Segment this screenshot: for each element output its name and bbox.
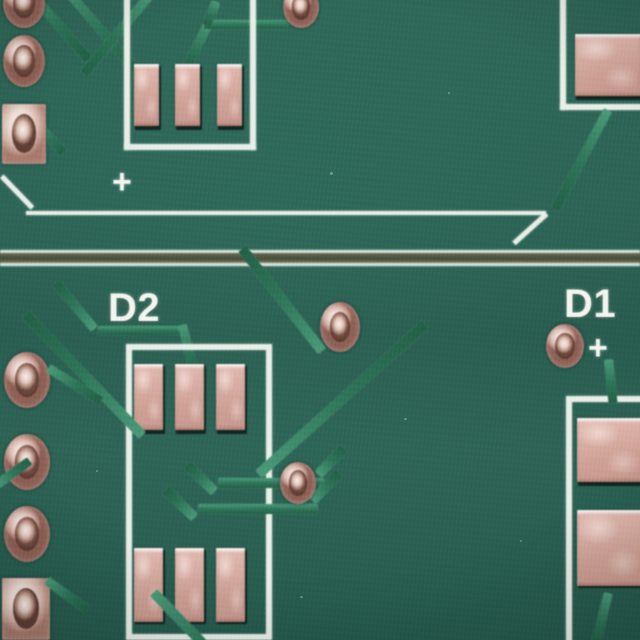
smd-pad-d2-top-2 [175,364,204,430]
smd-pad-d1-bottom [577,510,640,586]
designator-d1: D1 [564,282,617,326]
board-outline-bottom-upper [26,211,546,215]
through-hole-via-d2-mid-right [280,462,316,504]
v-score-edge-bottom [0,263,640,266]
component-outline-tr-left [560,0,566,110]
smd-pad-upper-3 [217,64,242,126]
smd-pad-d2-bottom-1 [134,548,163,622]
pad-hole [288,470,308,496]
trace-upper-pad2-run [204,20,294,29]
pad-hole [15,363,39,397]
component-outline-upper-bottom [124,144,256,150]
smd-pad-upper-2 [175,64,200,126]
through-hole-via-d1 [546,324,584,368]
v-score-separation-line [0,248,640,274]
component-outline-upper-right [250,0,256,150]
smd-pad-d1-top [577,418,640,482]
trace-d2-step-h1 [198,504,318,514]
through-hole-pad-u2 [3,35,45,87]
pad-hole [13,0,35,18]
through-hole-via-d2-upper-right [320,302,360,352]
trace-d2-top-in-h [98,326,182,335]
smd-pad-d2-top-3 [216,364,245,430]
pad-hole [15,517,39,551]
smd-pad-upper-1 [134,64,159,126]
polarity-plus-bottom: + [588,329,609,367]
trace-d2-step-h2 [218,478,324,488]
pad-hole [291,0,311,20]
v-score-edge-top [0,250,640,253]
pad-hole [555,332,575,360]
polarity-plus-top: + [112,163,133,201]
v-score-groove [0,253,640,263]
through-hole-via-upper-right [283,0,319,28]
pad-hole [329,312,351,342]
pad-hole [11,113,37,154]
component-outline-d1 [566,396,640,640]
through-hole-pad-u3-square [2,104,46,164]
through-hole-pad-l1 [4,352,50,408]
smd-pad-d2-top-1 [134,364,163,430]
component-outline-upper-left [124,0,130,150]
through-hole-pad-l4-square [2,578,50,640]
pad-hole [12,587,40,629]
pad-hole [13,45,35,77]
designator-d2: D2 [108,286,161,330]
smd-pad-d2-bottom-2 [175,548,204,622]
smd-pad-top-right [575,34,640,96]
smd-pad-d2-bottom-3 [216,548,245,622]
component-outline-tr-bottom [560,104,640,110]
through-hole-pad-l3 [4,506,50,562]
